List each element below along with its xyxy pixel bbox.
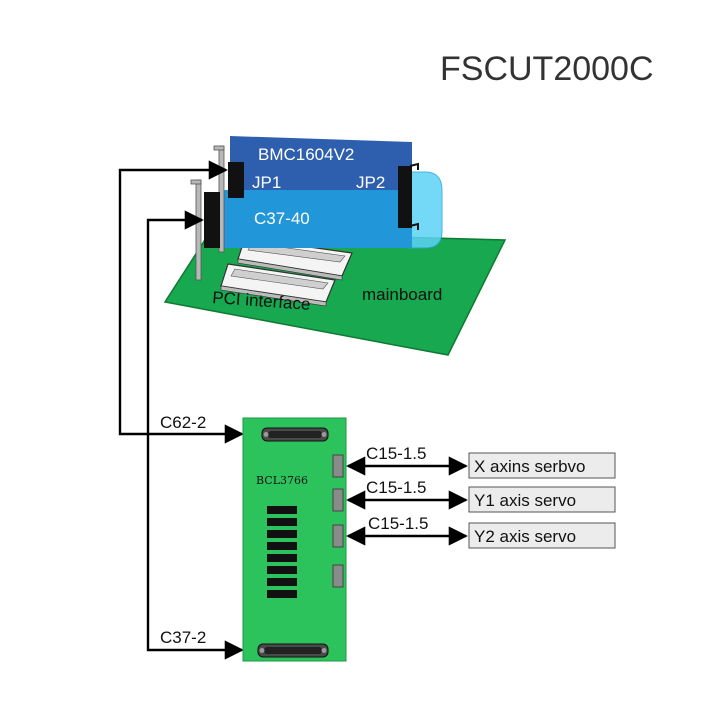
servo-box-x	[468, 452, 616, 479]
cable-c15-x-label: C15-1.5	[366, 444, 426, 463]
cable-c62-2-label: C62-2	[160, 413, 206, 432]
jp2-connector-tab	[409, 162, 419, 170]
cable-c37-2	[146, 210, 244, 660]
bcl3766-top-connector	[261, 427, 329, 442]
servo-port-x	[332, 454, 344, 478]
servo-box-y2	[468, 522, 616, 549]
servo-box-x-label: X axins serbvo	[474, 457, 586, 476]
diagram-title: FSCUT2000C	[440, 50, 654, 88]
cable-c15-y2-label: C15-1.5	[368, 514, 428, 533]
servo-box-y1	[468, 486, 616, 513]
jp2-label: JP2	[356, 173, 385, 192]
servo-box-y1-label: Y1 axis servo	[474, 491, 576, 510]
jp1-label: JP1	[252, 173, 281, 192]
cable-c62-2	[118, 160, 244, 444]
card-model-label: BMC1604V2	[258, 145, 354, 164]
jp2-connector	[398, 166, 412, 228]
bcl3766-chip-column	[267, 506, 297, 598]
jp2-ribbon-cable	[407, 171, 443, 249]
bcl3766-label: BCL3766	[256, 474, 308, 487]
jp2-connector-tab	[409, 222, 419, 230]
servo-box-y2-label: Y2 axis servo	[474, 527, 576, 546]
jp1-connector	[228, 162, 244, 198]
c37-40-label: C37-40	[254, 209, 310, 228]
bcl3766-board	[242, 417, 347, 662]
cable-c37-2-label: C37-2	[160, 628, 206, 647]
c37-40-connector	[204, 192, 220, 248]
bcl3766-bottom-connector	[257, 643, 329, 658]
servo-port-y1	[332, 488, 344, 512]
servo-port-spare	[332, 564, 344, 588]
servo-port-y2	[332, 524, 344, 548]
mainboard-label: mainboard	[362, 285, 442, 304]
cable-c15-y1-label: C15-1.5	[366, 478, 426, 497]
bmc1604v2-card	[222, 136, 412, 248]
